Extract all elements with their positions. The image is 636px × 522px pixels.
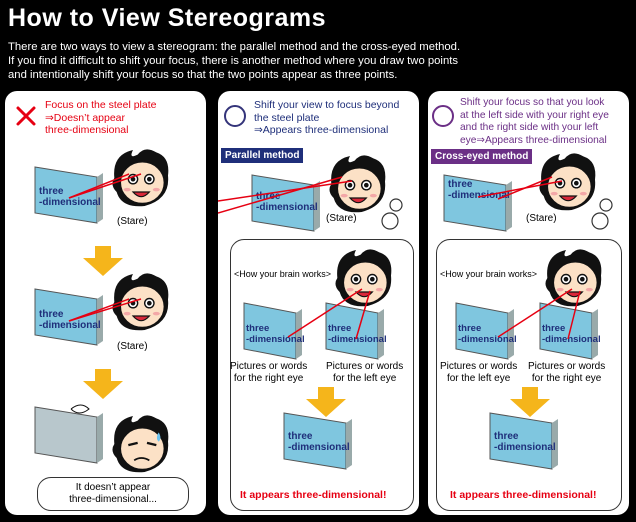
stare-label: (Stare) bbox=[326, 213, 357, 224]
brain-label: <How your brain works> bbox=[440, 269, 538, 279]
plate-label-line: three bbox=[39, 309, 64, 320]
result-text: It appears three-dimensional! bbox=[450, 489, 597, 501]
right-eye-caption: Pictures or words for the right eye bbox=[528, 361, 605, 385]
plate-label-line: -dimensional bbox=[542, 334, 601, 345]
sad-face-icon bbox=[105, 409, 175, 479]
plate-label: three -dimensional bbox=[494, 431, 556, 453]
caption-line: for the right eye bbox=[531, 373, 602, 384]
heading-line: at the left side with your right eye bbox=[460, 109, 609, 121]
page-title: How to View Stereograms bbox=[8, 4, 327, 32]
plate-label-line: -dimensional bbox=[246, 334, 305, 345]
result-text: It appears three-dimensional! bbox=[240, 489, 387, 501]
plate-label-line: three bbox=[288, 431, 313, 442]
plate-label-line: -dimensional bbox=[458, 334, 517, 345]
plate-label-line: -dimensional bbox=[288, 442, 350, 453]
steel-plate bbox=[34, 404, 103, 464]
plate-label-line: -dimensional bbox=[39, 197, 101, 208]
heading-line: three-dimensional bbox=[45, 124, 129, 136]
steel-plate bbox=[325, 302, 384, 360]
thought-bubble-icon bbox=[591, 198, 613, 230]
plate-label-line: three bbox=[39, 186, 64, 197]
sight-lines bbox=[477, 176, 563, 200]
down-arrow-icon bbox=[83, 369, 123, 399]
method-tag: Parallel method bbox=[221, 148, 304, 163]
plate-label-line: three bbox=[448, 179, 473, 190]
cross-icon bbox=[16, 106, 36, 126]
plate-label-line: -dimensional bbox=[448, 190, 510, 201]
caption-line: for the right eye bbox=[233, 373, 304, 384]
plate-label: three -dimensional bbox=[288, 431, 350, 453]
plate-label-line: three bbox=[328, 323, 352, 334]
sight-lines bbox=[68, 173, 142, 199]
sight-lines bbox=[497, 288, 581, 340]
stare-label: (Stare) bbox=[117, 216, 148, 227]
right-eye-caption: Pictures or words for the right eye bbox=[230, 361, 307, 385]
steel-plate bbox=[539, 302, 598, 360]
caption-line: Pictures or words bbox=[230, 361, 308, 372]
brain-label: <How your brain works> bbox=[234, 269, 332, 279]
panel2-heading: Shift your view to focus beyond the stee… bbox=[254, 99, 399, 137]
heading-line: Focus on the steel plate bbox=[45, 99, 157, 111]
plate-label-line: three bbox=[458, 323, 482, 334]
stare-label: (Stare) bbox=[117, 341, 148, 352]
caption-line: Pictures or words bbox=[440, 361, 518, 372]
intro-line: There are two ways to view a stereogram:… bbox=[8, 41, 461, 53]
steel-plate bbox=[489, 412, 558, 470]
panel-parallel-method: Shift your view to focus beyond the stee… bbox=[218, 91, 419, 515]
heading-line: ⇒Doesn’t appear bbox=[45, 111, 126, 124]
steel-plate bbox=[283, 412, 352, 470]
plate-label-line: -dimensional bbox=[256, 202, 318, 213]
heading-line: the steel plate bbox=[254, 111, 320, 124]
plate-label: three -dimensional bbox=[246, 323, 305, 345]
plate-label: three -dimensional bbox=[448, 179, 510, 201]
panel3-heading: Shift your focus so that you look at the… bbox=[460, 97, 609, 147]
heading-line: and the right side with your left bbox=[460, 122, 599, 133]
plate-label-line: -dimensional bbox=[328, 334, 387, 345]
plate-label: three -dimensional bbox=[542, 323, 601, 345]
caption-line: Pictures or words bbox=[326, 361, 404, 372]
panel-cross-eyed-method: Shift your focus so that you look at the… bbox=[428, 91, 629, 515]
plate-label-line: -dimensional bbox=[494, 442, 556, 453]
plate-label: three -dimensional bbox=[256, 191, 318, 213]
result-text: It doesn’t appear three-dimensional... bbox=[38, 482, 188, 506]
stare-label: (Stare) bbox=[526, 213, 557, 224]
heading-line: eye⇒Appears three-dimensional bbox=[460, 134, 607, 146]
steel-plate bbox=[243, 302, 302, 360]
steel-plate bbox=[455, 302, 514, 360]
plate-label: three -dimensional bbox=[39, 309, 101, 331]
plate-label-line: -dimensional bbox=[39, 320, 101, 331]
result-line: three-dimensional... bbox=[69, 494, 157, 505]
circle-icon bbox=[224, 105, 246, 127]
intro-line: and intentionally shift your focus so th… bbox=[8, 69, 398, 81]
heading-line: Shift your focus so that you look bbox=[460, 97, 605, 108]
heading-line: Shift your view to focus beyond bbox=[254, 99, 400, 111]
plate-label-line: three bbox=[542, 323, 566, 334]
sight-lines bbox=[218, 176, 353, 214]
steel-plate bbox=[34, 288, 103, 346]
plate-label-line: three bbox=[246, 323, 270, 334]
plate-label-line: three bbox=[494, 431, 519, 442]
sight-lines bbox=[287, 288, 371, 340]
plate-label-line: three bbox=[256, 191, 281, 202]
caption-line: for the left eye bbox=[332, 373, 397, 384]
caption-line: Pictures or words bbox=[528, 361, 606, 372]
panel1-heading: Focus on the steel plate ⇒Doesn’t appear… bbox=[45, 99, 157, 137]
thought-bubble-icon bbox=[381, 198, 403, 230]
plate-label: three -dimensional bbox=[458, 323, 517, 345]
plate-label: three -dimensional bbox=[328, 323, 387, 345]
result-bubble: It doesn’t appear three-dimensional... bbox=[37, 477, 189, 511]
sight-lines bbox=[68, 298, 142, 322]
result-line: It doesn’t appear bbox=[75, 482, 151, 493]
left-eye-caption: Pictures or words for the left eye bbox=[326, 361, 403, 385]
plate-label: three -dimensional bbox=[39, 186, 101, 208]
caption-line: for the left eye bbox=[446, 373, 511, 384]
method-tag: Cross-eyed method bbox=[431, 149, 533, 164]
circle-icon bbox=[432, 105, 454, 127]
panel-focus-on-plate: Focus on the steel plate ⇒Doesn’t appear… bbox=[5, 91, 206, 515]
heading-line: ⇒Appears three-dimensional bbox=[254, 124, 389, 136]
left-eye-caption: Pictures or words for the left eye bbox=[440, 361, 517, 385]
intro-text: There are two ways to view a stereogram:… bbox=[8, 40, 632, 82]
intro-line: If you find it difficult to shift your f… bbox=[8, 55, 459, 67]
